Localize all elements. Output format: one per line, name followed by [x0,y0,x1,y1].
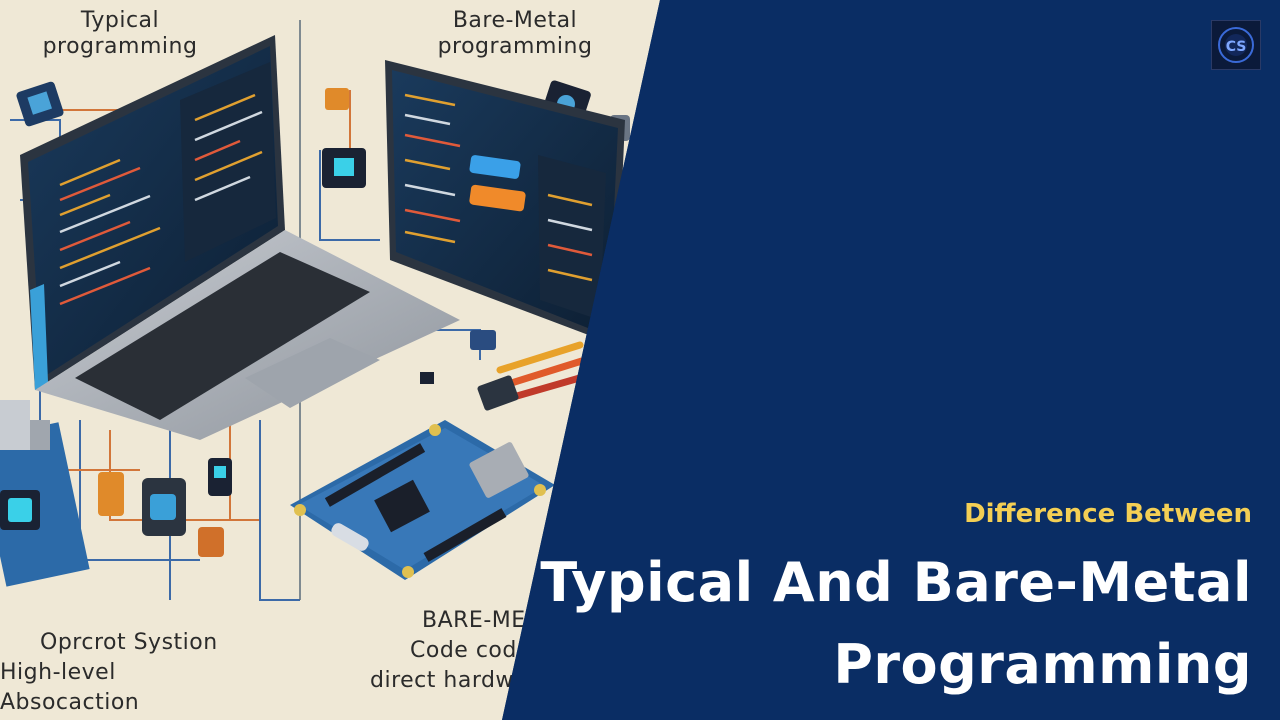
component-icon [420,372,434,384]
peripheral-board-illustration [0,400,90,587]
chip-icon [16,81,64,127]
heading-line: Bare-Metal [452,8,578,33]
heading-line: programming [437,34,593,59]
caption-line: direct hardw [370,668,514,693]
caption-line: Code cod [410,638,517,663]
bare-metal-caption: BARE-ME Code cod direct hardw [360,606,560,696]
logo-text: CS [1226,39,1247,55]
circuit-board-illustration [290,420,555,580]
kicker-text: Difference Between [964,499,1252,529]
chip-icon [322,148,366,188]
logo-icon: CS [1218,27,1254,63]
page-title-line-1: Typical And Bare-Metal [540,551,1252,614]
laptop-illustration [20,35,460,440]
heading-line: Typical [80,8,160,33]
operating-system-caption: Oprcrot Systion High-level Absocaction [0,628,250,718]
sensor-icon [98,458,232,557]
caption-line: BARE-ME [422,608,526,633]
page-title-line-2: Programming [833,633,1252,696]
bare-metal-programming-heading: Bare-Metal programming [410,8,620,60]
heading-line: programming [42,34,198,59]
caption-line: High-level Absocaction [0,660,140,715]
typical-programming-heading: Typical programming [20,8,220,60]
connector-icon [470,330,496,350]
component-icon [325,88,349,110]
site-logo: CS [1211,20,1261,70]
caption-line: Oprcrot Systion [40,630,218,655]
